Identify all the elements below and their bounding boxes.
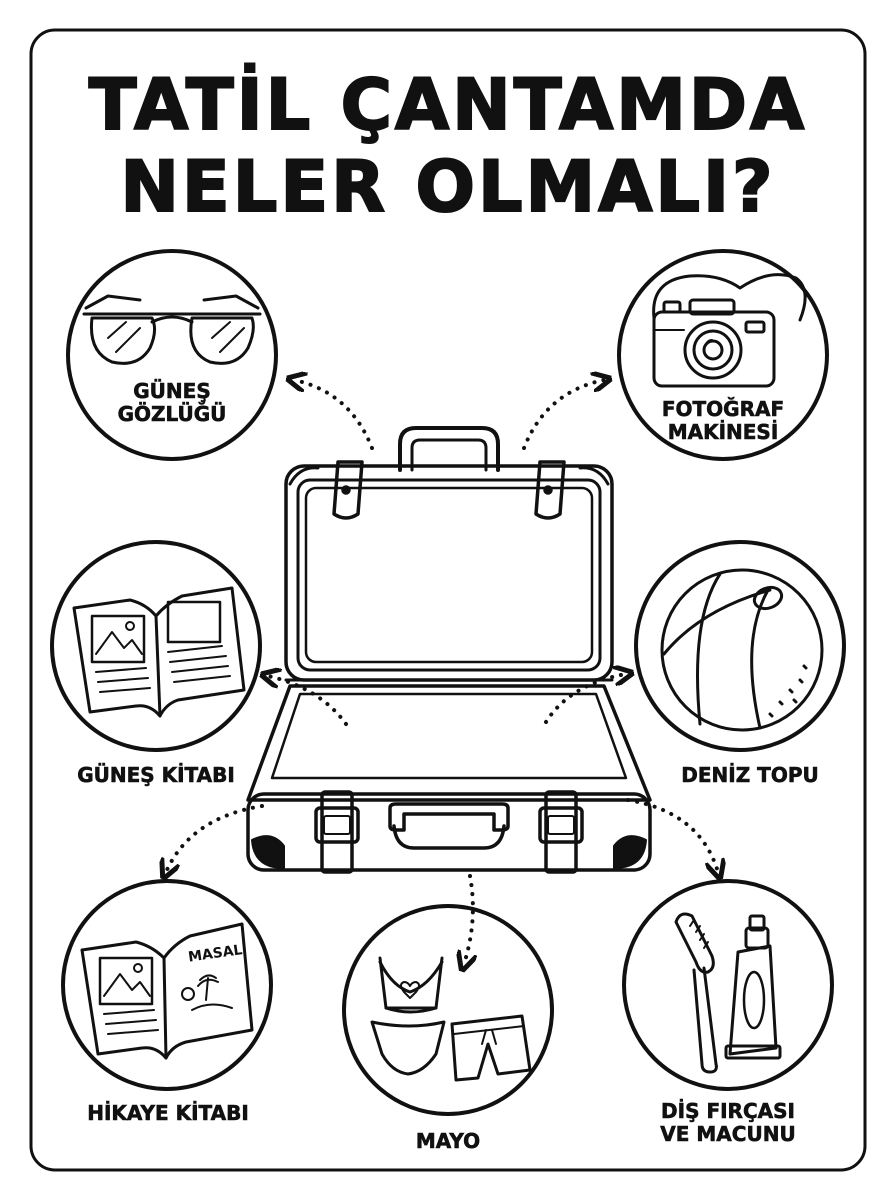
beach-ball-icon bbox=[660, 568, 824, 732]
sun-book-circle bbox=[50, 540, 262, 752]
camera-icon bbox=[652, 273, 807, 388]
label-sun-book: GÜNEŞ KİTABI bbox=[77, 763, 235, 787]
story-book-icon: MASAL bbox=[80, 922, 254, 1060]
label-camera: FOTOĞRAF MAKİNESİ bbox=[643, 397, 803, 444]
label-sunglasses-line1: GÜNEŞ bbox=[133, 379, 211, 403]
beach-ball-circle bbox=[634, 540, 846, 752]
arrow-to-camera bbox=[522, 380, 604, 450]
label-beach-ball: DENİZ TOPU bbox=[681, 763, 819, 787]
label-swimsuit: MAYO bbox=[415, 1129, 481, 1153]
label-toothbrush-line2: VE MACUNU bbox=[660, 1122, 796, 1146]
label-camera-line1: FOTOĞRAF bbox=[661, 397, 785, 421]
sunglasses-icon bbox=[82, 294, 262, 365]
page-border bbox=[29, 28, 867, 1172]
arrow-to-swimsuit bbox=[464, 874, 473, 964]
swimsuit-circle bbox=[342, 904, 554, 1116]
label-toothbrush: DİŞ FIRÇASI VE MACUNU bbox=[628, 1099, 828, 1146]
sunglasses-circle bbox=[66, 249, 278, 461]
label-sunglasses: GÜNEŞ GÖZLÜĞÜ bbox=[92, 379, 252, 426]
open-book-icon bbox=[72, 586, 246, 718]
arrow-to-sun-book bbox=[268, 676, 348, 726]
swimsuit-icon bbox=[370, 956, 532, 1082]
open-suitcase-icon bbox=[246, 426, 652, 874]
arrow-to-story-book bbox=[166, 804, 264, 872]
label-sunglasses-line2: GÖZLÜĞÜ bbox=[117, 402, 227, 426]
label-toothbrush-line1: DİŞ FIRÇASI bbox=[661, 1099, 796, 1123]
camera-circle bbox=[617, 249, 829, 461]
toothbrush-toothpaste-icon bbox=[674, 912, 782, 1074]
page-title-line-1: TATİL ÇANTAMDA bbox=[88, 64, 808, 146]
label-camera-line2: MAKİNESİ bbox=[667, 420, 779, 444]
label-story-book: HİKAYE KİTABI bbox=[87, 1101, 249, 1125]
arrow-to-beach-ball bbox=[544, 674, 626, 724]
story-book-cover-word: MASAL bbox=[187, 942, 243, 965]
page-title-line-2: NELER OLMALI? bbox=[119, 146, 776, 228]
toothbrush-circle bbox=[622, 879, 834, 1091]
arrow-to-sunglasses bbox=[294, 380, 374, 450]
dotted-arrows bbox=[166, 380, 718, 964]
arrow-to-toothbrush bbox=[626, 798, 718, 872]
